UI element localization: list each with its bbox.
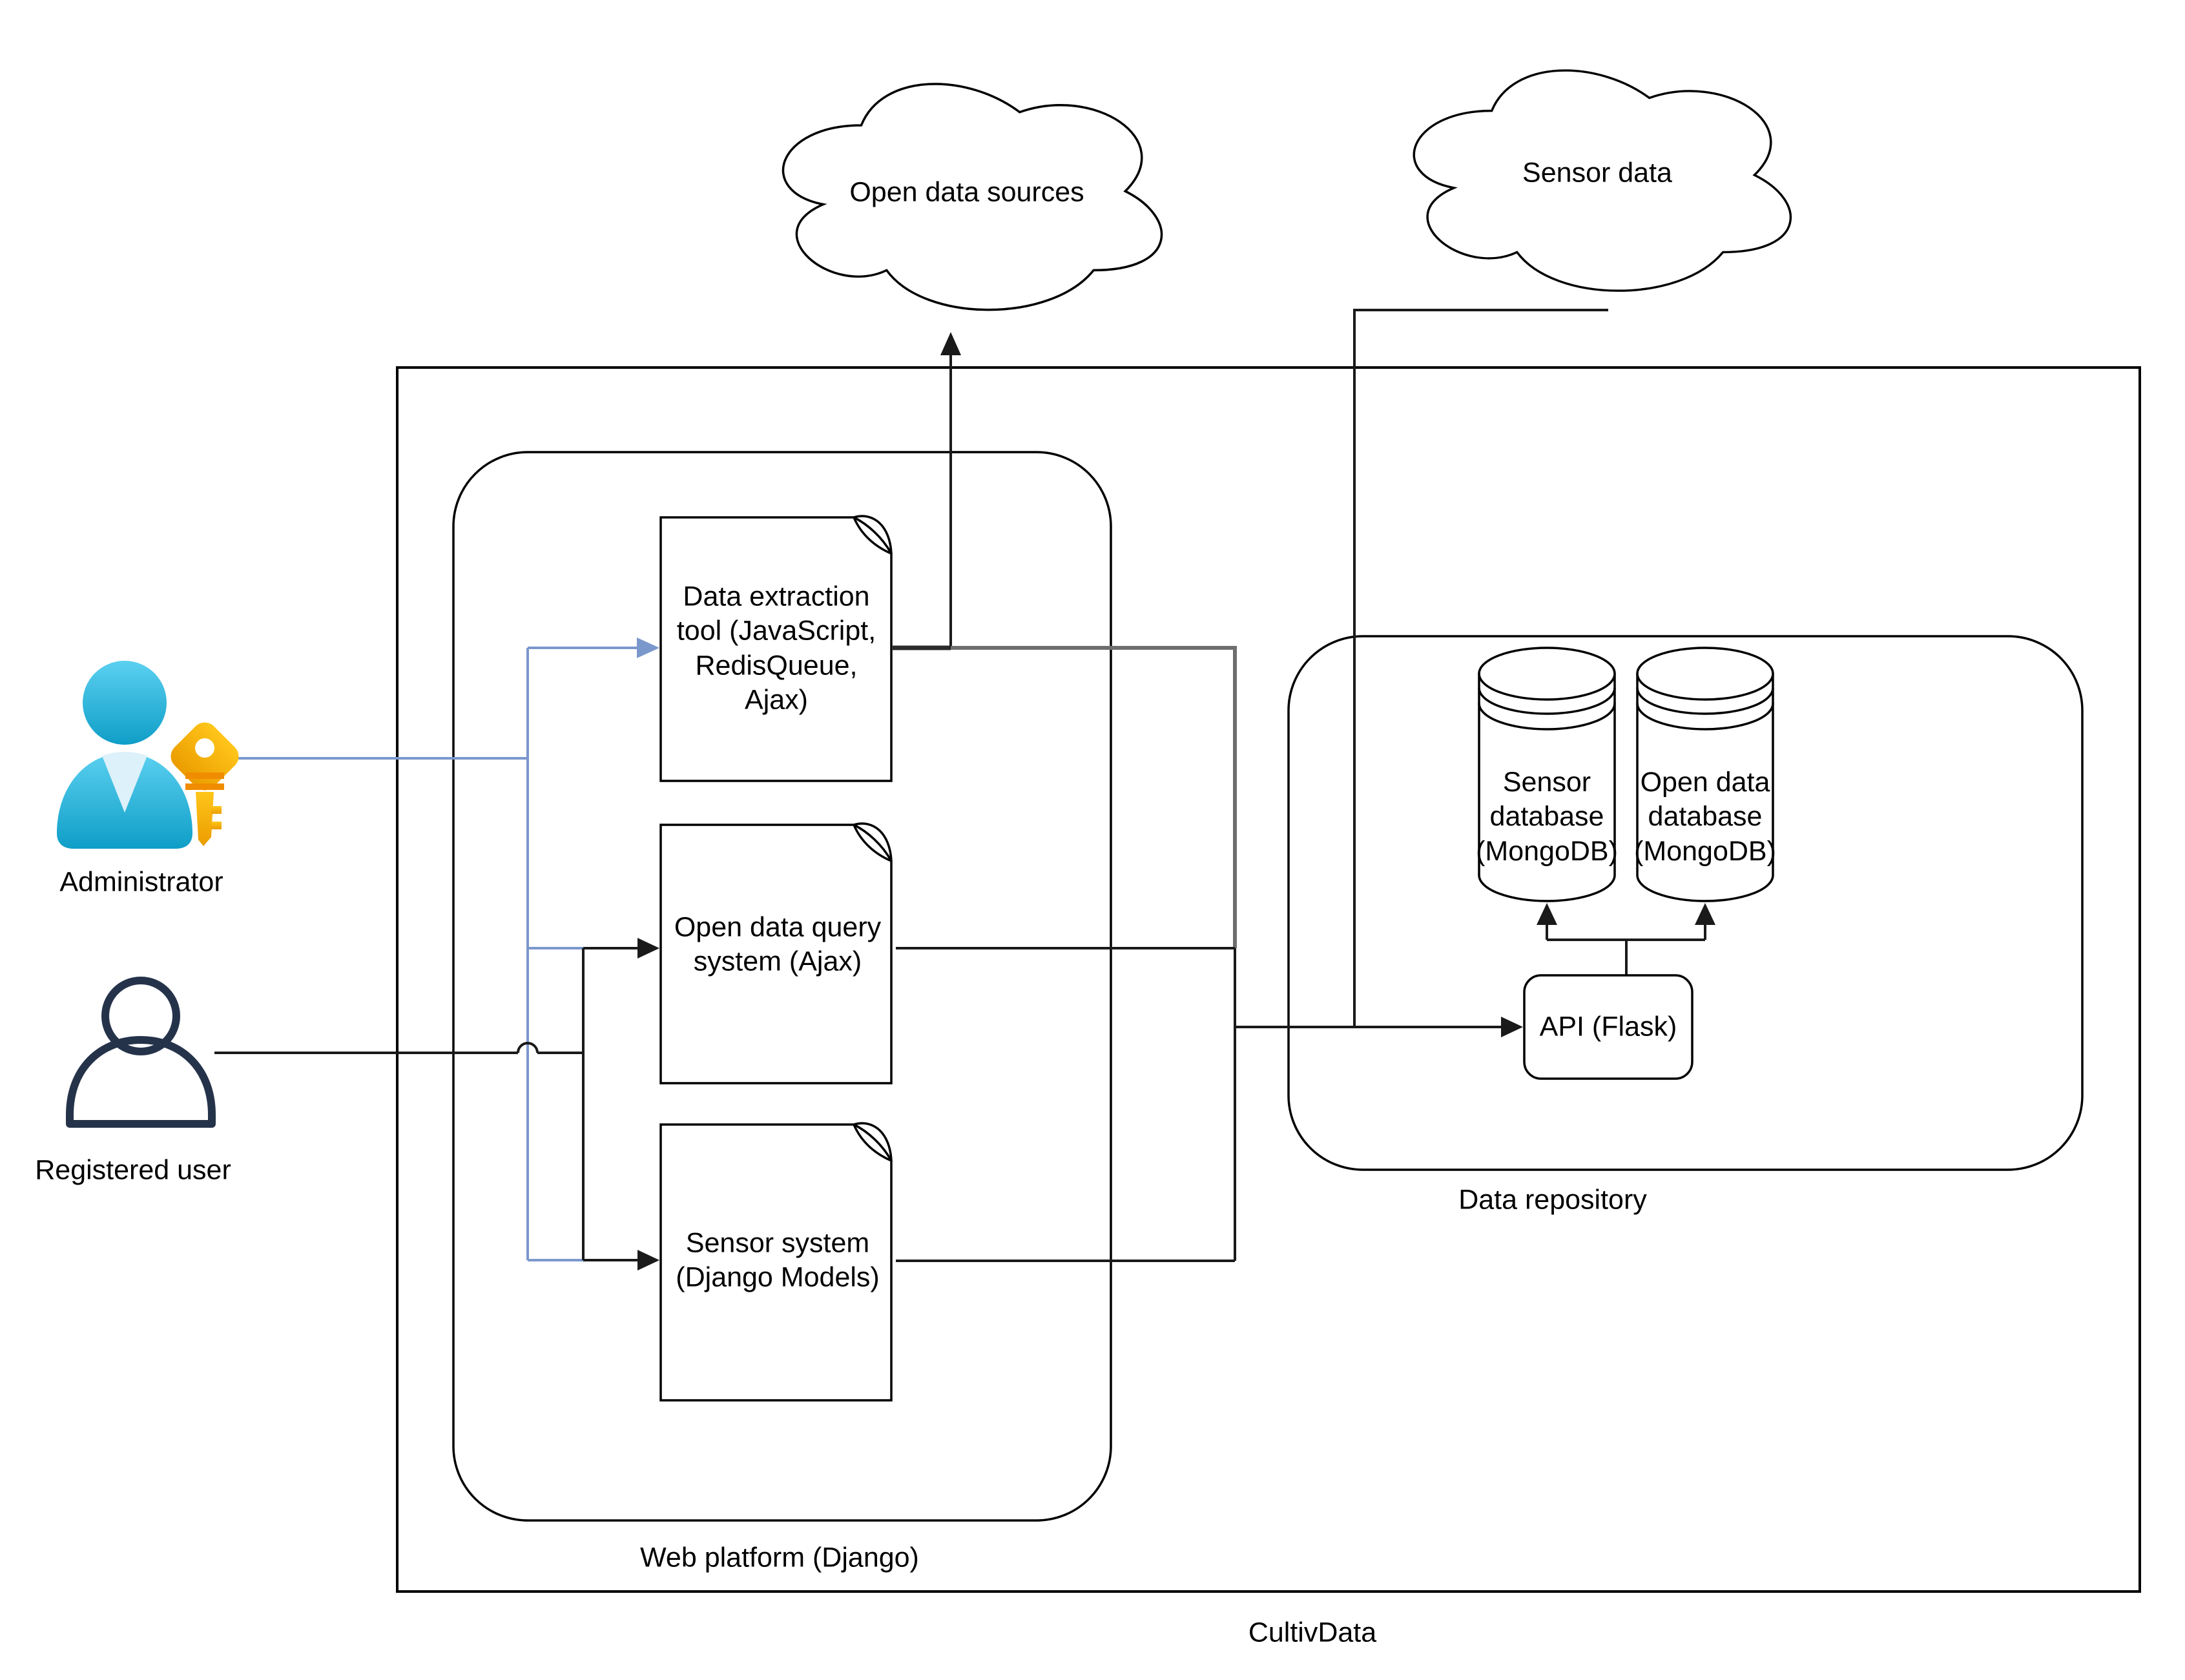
registered-user-label: Registered user (35, 1154, 231, 1186)
data-extraction-module-label: Data extraction tool (JavaScript, RedisQ… (676, 581, 876, 716)
arrowhead-to-sensor-database (1537, 903, 1557, 925)
data-extraction-document (659, 515, 893, 782)
administrator-icon (57, 661, 239, 849)
data-repository-container (1287, 635, 2084, 1171)
sensor-database-cylinder (1478, 647, 1616, 902)
cultivdata-container (396, 366, 2141, 1593)
arrowhead-to-open-data-cloud (940, 332, 961, 355)
database-cylinders (1478, 647, 1774, 902)
extraction-to-api-line (951, 646, 1237, 948)
sensor-system-module-label: Sensor system (Django Models) (676, 1227, 880, 1293)
arrowhead-to-open-data-database (1695, 903, 1715, 925)
sensor-system-document (659, 1122, 893, 1402)
cultivdata-label: CultivData (1248, 1617, 1377, 1648)
open-data-database-cylinder (1636, 647, 1774, 902)
sensor-cloud-line (1353, 309, 1608, 1026)
arrowhead-to-data-extraction (637, 638, 659, 658)
web-platform-label: Web platform (Django) (640, 1542, 919, 1573)
arrowhead-to-sensor-system (637, 1250, 659, 1270)
api-to-databases-connector (1546, 925, 1706, 975)
open-data-query-module-label: Open data query system (Ajax) (674, 911, 882, 977)
sensor-data-cloud-label: Sensor data (1522, 157, 1672, 189)
administrator-label: Administrator (59, 866, 223, 898)
api-flask-box (1523, 974, 1693, 1080)
registered-user-icon (66, 977, 216, 1128)
web-platform-container (452, 451, 1112, 1522)
administrator-flow-lines (227, 647, 637, 1261)
key-icon (171, 722, 239, 846)
api-flask-label: API (Flask) (1539, 1011, 1677, 1042)
open-data-query-document (659, 822, 893, 1084)
arrowhead-to-api (1501, 1017, 1523, 1037)
module-documents (659, 515, 893, 1402)
open-data-cloud-label: Open data sources (849, 176, 1084, 208)
arrowhead-to-open-data-query (637, 938, 659, 959)
registered-user-flow-lines (214, 947, 638, 1261)
data-repository-label: Data repository (1458, 1184, 1647, 1216)
open-data-database-label: Open data database (MongoDB) (1634, 767, 1776, 867)
sensor-database-label: Sensor database (MongoDB) (1476, 767, 1618, 867)
module-output-lines (896, 947, 1519, 1262)
